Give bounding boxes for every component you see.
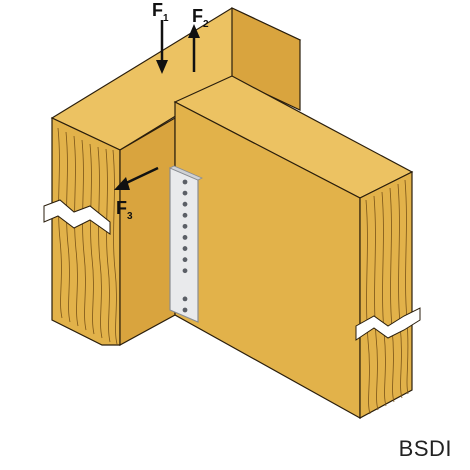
joist-end [359,171,413,420]
label-f3: F3 [116,198,133,222]
main-beam-front-mid [119,116,176,347]
arrow-left-icon [114,177,130,190]
main-beam [50,7,302,347]
product-code: BSDI [398,436,452,461]
nail-hole [182,296,188,302]
arrow-down-icon [156,60,168,74]
nail-hole [182,257,188,263]
nail-hole [182,190,188,196]
force-arrow-f2 [188,24,200,72]
label-f2: F2 [192,6,209,30]
nail-hole [182,179,188,185]
break-mark-right [355,307,421,341]
break-mark-left [43,199,111,235]
nail-hole [182,268,188,274]
force-arrow-f1 [156,20,168,74]
wood-grain-left [57,127,118,345]
nail-hole [182,201,188,207]
nail-hole [182,246,188,251]
force-arrow-f3 [114,166,159,190]
plate-holes [182,179,188,313]
nail-hole [182,235,188,240]
arrow-up-icon [188,24,200,38]
steel-plate [169,165,203,323]
label-f1: F1 [152,0,169,24]
nail-hole [182,307,188,313]
nail-hole [182,223,188,229]
joist [173,75,414,420]
nail-hole [182,212,188,218]
